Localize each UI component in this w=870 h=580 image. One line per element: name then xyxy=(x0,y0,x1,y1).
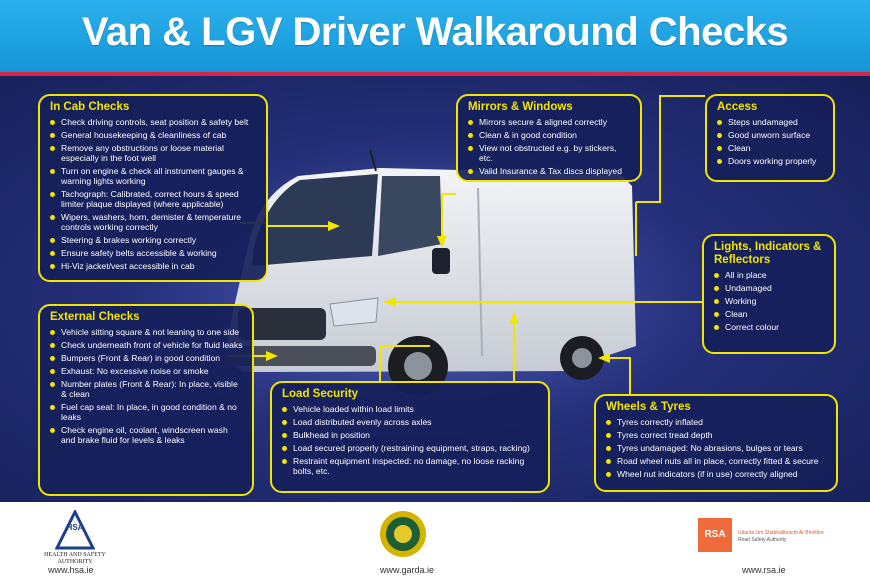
list-item: Hi-Viz jacket/vest accessible in cab xyxy=(50,261,258,271)
title-banner: Van & LGV Driver Walkaround Checks xyxy=(0,0,870,72)
list-item: Clean & in good condition xyxy=(468,130,632,140)
lights-indicators-panel: Lights, Indicators & Reflectors All in p… xyxy=(702,234,836,354)
list-item: Clean xyxy=(714,309,826,319)
svg-text:HSA: HSA xyxy=(67,523,84,532)
list-item: Load distributed evenly across axles xyxy=(282,417,540,427)
list-item: Steering & brakes working correctly xyxy=(50,235,258,245)
footer-logos: HSA HEALTH AND SAFETY AUTHORITY www.hsa.… xyxy=(0,502,870,580)
hsa-name: HEALTH AND SAFETY AUTHORITY xyxy=(44,552,106,565)
garda-badge-icon xyxy=(380,511,426,557)
rsa-link[interactable]: www.rsa.ie xyxy=(742,565,786,575)
external-heading: External Checks xyxy=(50,311,140,323)
list-item: Mirrors secure & aligned correctly xyxy=(468,117,632,127)
rsa-english-name: Road Safety Authority xyxy=(738,537,787,543)
list-item: Working xyxy=(714,296,826,306)
list-item: Good unworn surface xyxy=(717,130,825,140)
infographic-panel: In Cab Checks Check driving controls, se… xyxy=(0,76,870,502)
list-item: Ensure safety belts accessible & working xyxy=(50,248,258,258)
wheels-tyres-panel: Wheels & Tyres Tyres correctly inflated … xyxy=(594,394,838,492)
external-checks-panel: External Checks Vehicle sitting square &… xyxy=(38,304,254,496)
list-item: Turn on engine & check all instrument ga… xyxy=(50,166,258,186)
list-item: Check driving controls, seat position & … xyxy=(50,117,258,127)
list-item: Steps undamaged xyxy=(717,117,825,127)
page-title: Van & LGV Driver Walkaround Checks xyxy=(81,10,789,54)
list-item: Vehicle loaded within load limits xyxy=(282,404,540,414)
list-item: Clean xyxy=(717,143,825,153)
rsa-logo: RSA xyxy=(698,518,732,552)
list-item: Check underneath front of vehicle for fl… xyxy=(50,340,244,350)
list-item: Load secured properly (restraining equip… xyxy=(282,443,540,453)
list-item: Restraint equipment inspected: no damage… xyxy=(282,456,540,476)
list-item: All in place xyxy=(714,270,826,280)
list-item: Vehicle sitting square & not leaning to … xyxy=(50,327,244,337)
list-item: Tachograph: Calibrated, correct hours & … xyxy=(50,189,258,209)
mirrors-heading: Mirrors & Windows xyxy=(468,101,573,113)
list-item: Wheel nut indicators (if in use) correct… xyxy=(606,469,828,479)
list-item: Check engine oil, coolant, windscreen wa… xyxy=(50,425,244,445)
load-heading: Load Security xyxy=(282,388,359,400)
rsa-irish-name: Údarás Um Shábháilteacht Ar Bhóithre xyxy=(738,530,824,536)
list-item: Road wheel nuts all in place, correctly … xyxy=(606,456,828,466)
wheels-heading: Wheels & Tyres xyxy=(606,401,691,413)
load-security-panel: Load Security Vehicle loaded within load… xyxy=(270,381,550,493)
list-item: Doors working properly xyxy=(717,156,825,166)
list-item: Undamaged xyxy=(714,283,826,293)
list-item: Bulkhead in position xyxy=(282,430,540,440)
garda-link[interactable]: www.garda.ie xyxy=(380,565,435,575)
list-item: Fuel cap seal: In place, in good conditi… xyxy=(50,402,244,422)
mirrors-windows-panel: Mirrors & Windows Mirrors secure & align… xyxy=(456,94,642,182)
in-cab-heading: In Cab Checks xyxy=(50,101,130,113)
list-item: View not obstructed e.g. by stickers, et… xyxy=(468,143,632,163)
list-item: Bumpers (Front & Rear) in good condition xyxy=(50,353,244,363)
hsa-logo-icon: HSA xyxy=(55,510,95,550)
list-item: Tyres correctly inflated xyxy=(606,417,828,427)
hsa-link[interactable]: www.hsa.ie xyxy=(48,565,94,575)
list-item: Number plates (Front & Rear): In place, … xyxy=(50,379,244,399)
access-heading: Access xyxy=(717,101,758,113)
list-item: Wipers, washers, horn, demister & temper… xyxy=(50,212,258,232)
access-panel: Access Steps undamaged Good unworn surfa… xyxy=(705,94,835,182)
header-divider xyxy=(0,72,870,76)
list-item: Remove any obstructions or loose materia… xyxy=(50,143,258,163)
lights-heading: Lights, Indicators & Reflectors xyxy=(714,241,822,266)
in-cab-checks-panel: In Cab Checks Check driving controls, se… xyxy=(38,94,268,282)
list-item: Tyres correct tread depth xyxy=(606,430,828,440)
list-item: Correct colour xyxy=(714,322,826,332)
list-item: General housekeeping & cleanliness of ca… xyxy=(50,130,258,140)
list-item: Exhaust: No excessive noise or smoke xyxy=(50,366,244,376)
list-item: Valid Insurance & Tax discs displayed xyxy=(468,166,632,176)
list-item: Tyres undamaged: No abrasions, bulges or… xyxy=(606,443,828,453)
